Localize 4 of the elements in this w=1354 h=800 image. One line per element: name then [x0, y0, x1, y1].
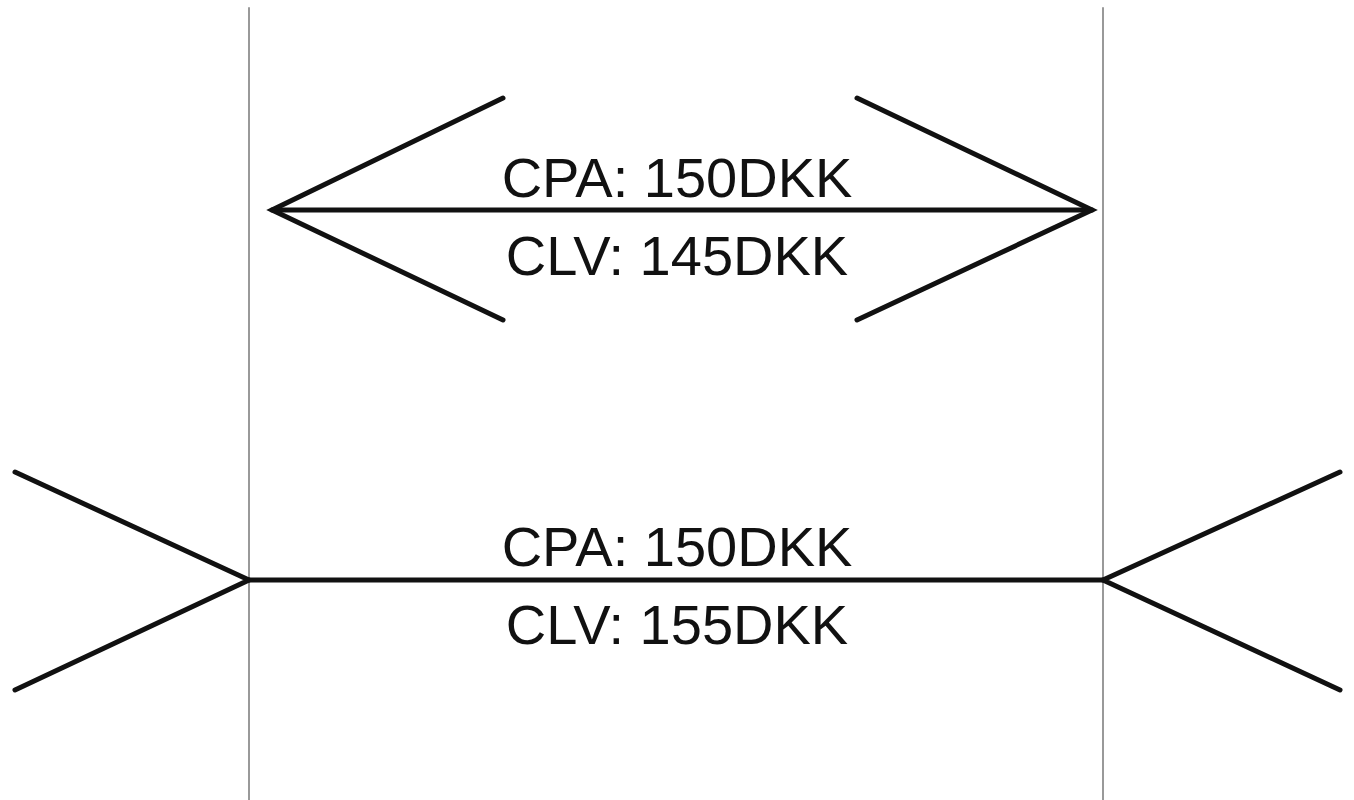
metric-label: CPA: 150DKK	[500, 146, 854, 210]
metric-label: CPA: 150DKK	[500, 515, 854, 579]
metric-label: CLV: 155DKK	[504, 593, 850, 657]
metric-label: CLV: 145DKK	[504, 224, 850, 288]
